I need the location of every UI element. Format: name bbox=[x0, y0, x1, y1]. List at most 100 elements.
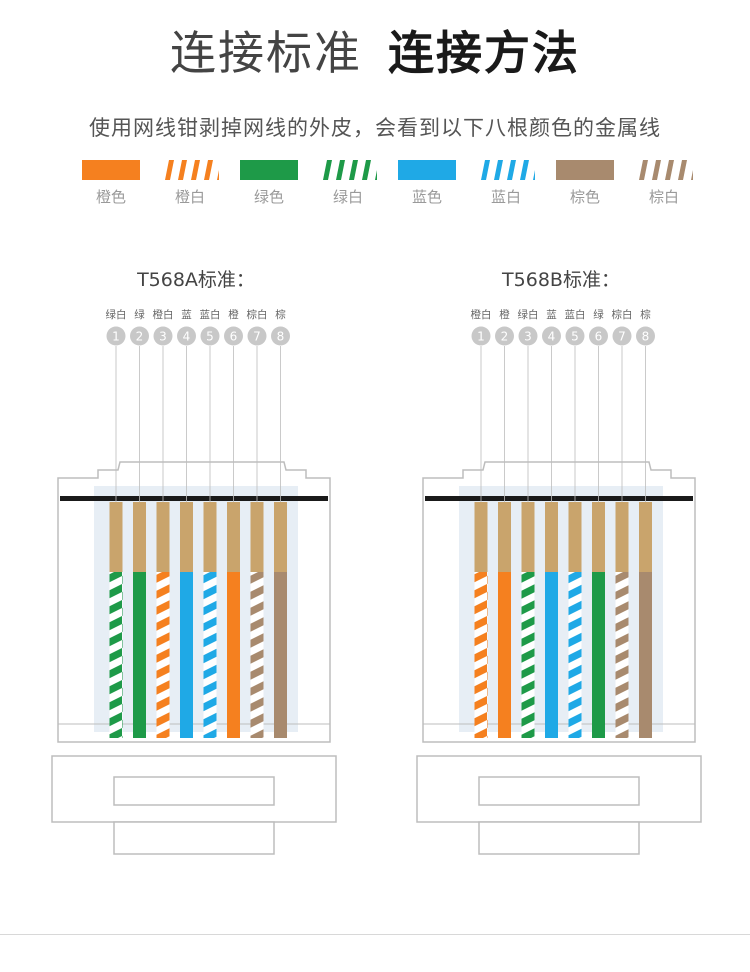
pin-color-name: 蓝白 bbox=[565, 308, 586, 321]
pin-4: 蓝4 bbox=[177, 309, 196, 738]
legend-swatch bbox=[161, 160, 219, 180]
pin-number: 7 bbox=[618, 330, 626, 344]
rj45-wiring-diagram: T568A标准：绿白1绿2橙白3蓝4蓝白5橙6棕白7棕8T568B标准：橙白1橙… bbox=[51, 269, 702, 855]
pin-color-name: 绿白 bbox=[106, 308, 127, 321]
wire bbox=[545, 572, 558, 738]
pin-5: 蓝白 5 bbox=[565, 308, 586, 738]
wire bbox=[498, 572, 511, 738]
title-standard: 连接标准 bbox=[170, 26, 362, 80]
legend-swatch bbox=[240, 160, 298, 180]
wire bbox=[639, 572, 652, 738]
subtitle: 使用网线钳剥掉网线的外皮，会看到以下八根颜色的金属线 bbox=[89, 116, 661, 140]
wire bbox=[133, 572, 146, 738]
pin-6: 绿6 bbox=[589, 308, 608, 738]
pin-color-name: 橙白 bbox=[153, 308, 174, 321]
pin-color-name: 蓝 bbox=[546, 309, 557, 321]
wire bbox=[203, 572, 217, 738]
pin-color-name: 橙 bbox=[228, 308, 239, 321]
legend-swatch bbox=[477, 160, 535, 180]
pin-color-name: 棕 bbox=[275, 308, 286, 321]
pin-number: 1 bbox=[477, 330, 485, 344]
connector-body bbox=[416, 461, 702, 855]
pin-number: 8 bbox=[277, 330, 285, 344]
wire bbox=[521, 572, 535, 738]
pin-2: 绿2 bbox=[130, 308, 149, 738]
wire bbox=[227, 572, 240, 738]
pin-number: 2 bbox=[136, 330, 144, 344]
pin-number: 8 bbox=[642, 330, 650, 344]
pin-number: 2 bbox=[501, 330, 509, 344]
pin-color-name: 绿 bbox=[593, 308, 604, 321]
legend-label: 蓝白 bbox=[490, 188, 521, 206]
pin-7: 棕白 7 bbox=[612, 308, 633, 738]
legend-label: 绿白 bbox=[332, 188, 363, 206]
color-legend: 橙色 橙白 绿色 绿白 蓝色 蓝白 棕色 棕白 bbox=[75, 160, 695, 220]
legend-swatch bbox=[319, 160, 377, 180]
wire bbox=[180, 572, 193, 738]
pin-number: 1 bbox=[112, 330, 120, 344]
wire bbox=[250, 572, 264, 738]
pin-2: 橙2 bbox=[495, 308, 514, 738]
legend-label: 橙白 bbox=[174, 188, 205, 206]
pin-color-name: 橙 bbox=[499, 308, 510, 321]
legend-label: 橙色 bbox=[95, 188, 126, 206]
pin-3: 橙白 3 bbox=[153, 308, 174, 738]
pin-1: 绿白 1 bbox=[106, 308, 127, 738]
legend-swatch bbox=[635, 160, 693, 180]
legend-item: 绿色 bbox=[233, 160, 305, 207]
wire bbox=[615, 572, 629, 738]
pin-number: 6 bbox=[595, 330, 603, 344]
pin-color-name: 橙白 bbox=[471, 308, 492, 321]
wire bbox=[156, 572, 170, 738]
pin-color-name: 棕白 bbox=[612, 308, 633, 321]
pin-color-name: 蓝白 bbox=[200, 308, 221, 321]
pin-color-name: 蓝 bbox=[181, 309, 192, 321]
pin-number: 3 bbox=[159, 330, 167, 344]
pin-color-name: 绿白 bbox=[518, 308, 539, 321]
pin-number: 3 bbox=[524, 330, 532, 344]
legend-swatch bbox=[556, 160, 614, 180]
pin-6: 橙6 bbox=[224, 308, 243, 738]
pin-color-name: 棕白 bbox=[247, 308, 268, 321]
legend-item: 棕白 bbox=[628, 160, 700, 207]
legend-item: 蓝色 bbox=[391, 160, 463, 207]
pin-5: 蓝白 5 bbox=[200, 308, 221, 738]
pin-3: 绿白 3 bbox=[518, 308, 539, 738]
pin-8: 棕8 bbox=[636, 308, 655, 738]
pin-color-name: 绿 bbox=[134, 308, 145, 321]
pin-number: 6 bbox=[230, 330, 238, 344]
legend-label: 棕白 bbox=[648, 188, 679, 206]
legend-item: 棕色 bbox=[549, 160, 621, 207]
standard-title: T568A标准： bbox=[136, 269, 255, 291]
pin-number: 5 bbox=[571, 330, 579, 344]
legend-item: 绿白 bbox=[312, 160, 384, 207]
connector-body bbox=[51, 461, 337, 855]
legend-swatch bbox=[398, 160, 456, 180]
legend-item: 橙白 bbox=[154, 160, 226, 207]
legend-label: 棕色 bbox=[569, 188, 600, 206]
pin-4: 蓝4 bbox=[542, 309, 561, 738]
wire bbox=[109, 572, 123, 738]
pin-number: 7 bbox=[253, 330, 261, 344]
pin-7: 棕白 7 bbox=[247, 308, 268, 738]
legend-swatch bbox=[82, 160, 140, 180]
legend-label: 绿色 bbox=[253, 188, 284, 206]
pin-number: 4 bbox=[183, 330, 191, 344]
bottom-divider bbox=[0, 934, 750, 935]
legend-item: 橙色 bbox=[75, 160, 147, 207]
standard-title: T568B标准： bbox=[501, 269, 620, 291]
legend-item: 蓝白 bbox=[470, 160, 542, 207]
page-title: 连接标准连接方法 bbox=[0, 22, 750, 84]
wire bbox=[568, 572, 582, 738]
legend-label: 蓝色 bbox=[411, 188, 442, 206]
pin-8: 棕8 bbox=[271, 308, 290, 738]
wire bbox=[592, 572, 605, 738]
wire bbox=[474, 572, 488, 738]
pin-number: 4 bbox=[548, 330, 556, 344]
pin-1: 橙白 1 bbox=[471, 308, 492, 738]
wire bbox=[274, 572, 287, 738]
pin-number: 5 bbox=[206, 330, 214, 344]
title-method: 连接方法 bbox=[388, 26, 580, 80]
